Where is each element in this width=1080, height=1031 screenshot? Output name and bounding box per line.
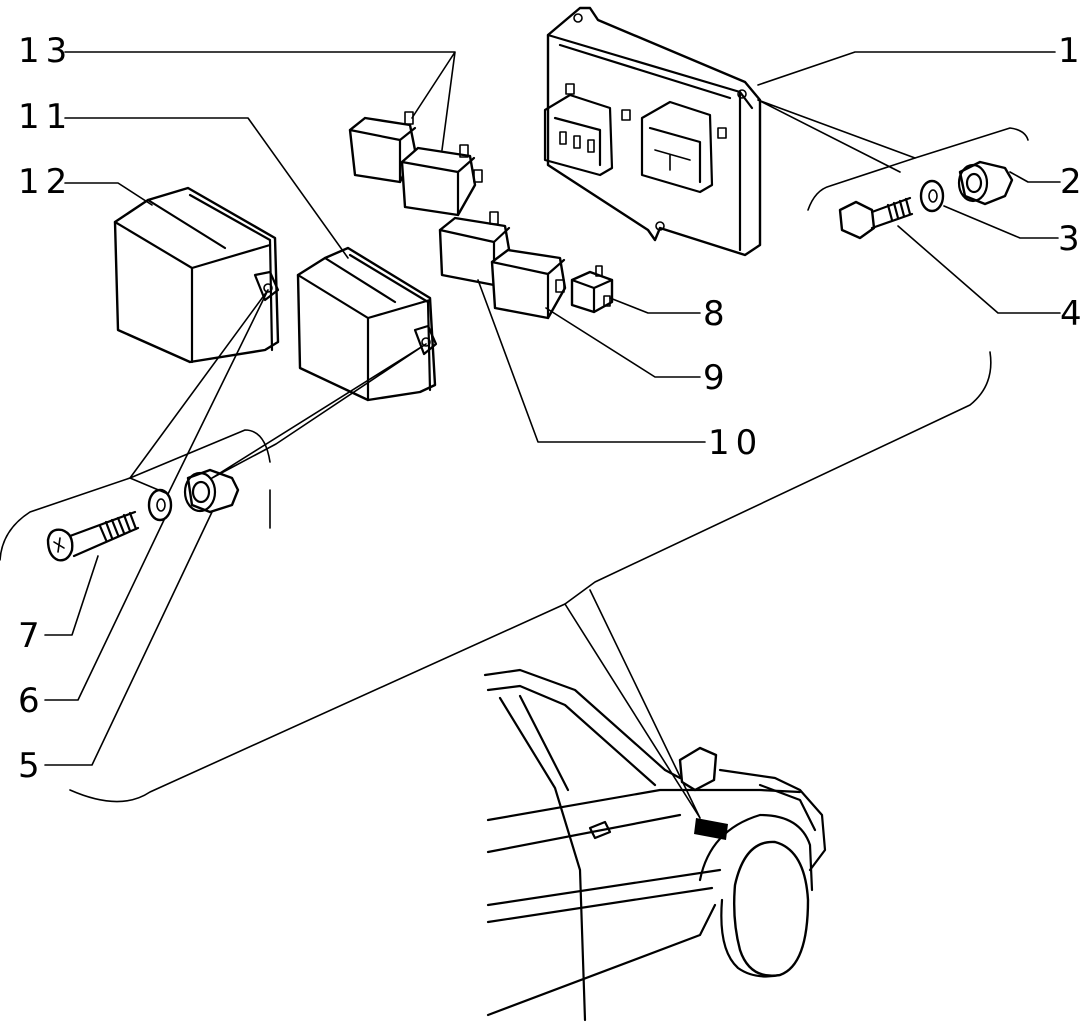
callout-13: 13 — [18, 31, 73, 71]
housing-box-part-11 — [296, 246, 438, 402]
callout-5: 5 — [18, 746, 46, 786]
leader-lines — [0, 51, 1061, 819]
vehicle-location-view — [483, 668, 827, 1022]
callout-6: 6 — [18, 681, 46, 721]
relay-part-9 — [490, 248, 567, 320]
callout-9: 9 — [703, 358, 731, 398]
callout-8: 8 — [703, 294, 731, 334]
nut-part-2 — [957, 160, 1014, 206]
callout-2: 2 — [1060, 162, 1080, 202]
callout-11: 11 — [18, 97, 73, 137]
relay-part-13-b — [400, 144, 483, 217]
housing-box-part-12 — [113, 186, 280, 364]
screw-part-7 — [46, 510, 140, 562]
callout-labels: 13 11 12 1 2 3 4 8 9 10 7 6 5 — [18, 31, 1080, 786]
control-unit-part-1 — [543, 6, 762, 257]
fuse-part-8 — [570, 265, 614, 314]
callout-7: 7 — [18, 616, 46, 656]
relay-part-13-a — [348, 111, 417, 184]
bolt-part-4 — [838, 196, 914, 240]
callout-12: 12 — [18, 162, 73, 202]
callout-1: 1 — [1058, 31, 1080, 71]
callout-3: 3 — [1058, 219, 1080, 259]
washer-part-3 — [919, 179, 945, 213]
nut-part-5 — [183, 468, 240, 514]
callout-4: 4 — [1060, 294, 1080, 334]
callout-10: 10 — [708, 423, 763, 463]
